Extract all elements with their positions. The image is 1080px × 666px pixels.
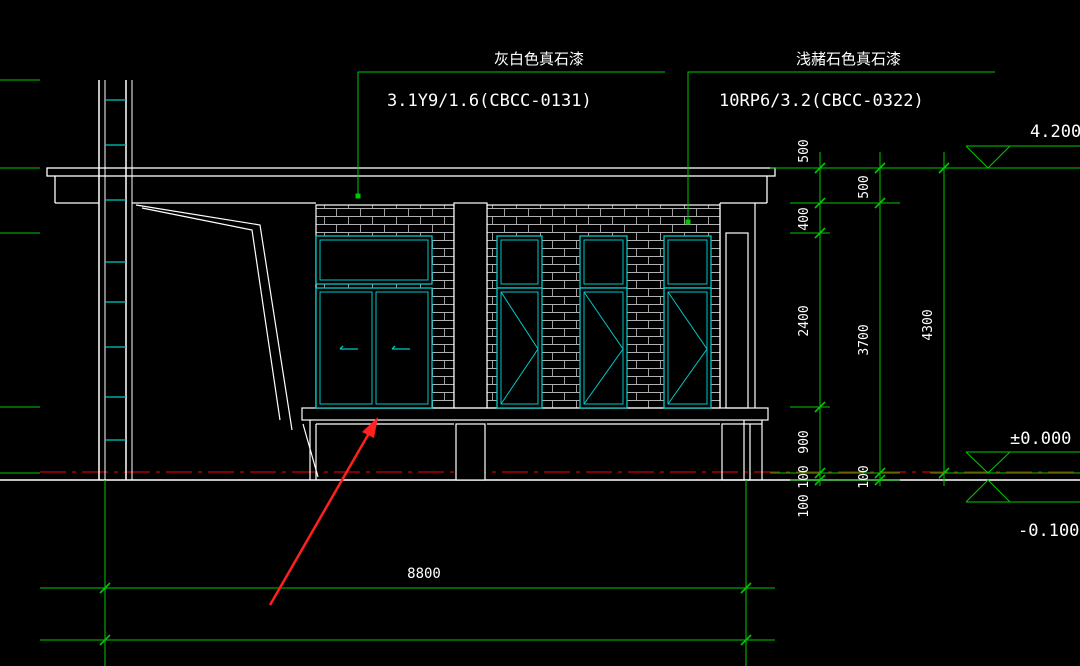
ground-line-group [0,471,1080,481]
level-marker-bottom [965,479,1080,503]
dim-col1-4: 100 [797,465,812,488]
level-marker-top [965,145,1080,169]
center-column [453,202,488,481]
dim-col2-1: 3700 [857,324,872,355]
dim-col2-2: 100 [857,465,872,488]
dim-col1-3: 900 [797,430,812,453]
dim-col3: 4300 [921,309,936,340]
window-right-3 [663,235,712,409]
left-margin-ticks [0,79,40,474]
dim-width: 8800 [407,566,441,582]
dim-bottom: 100 [797,494,812,517]
window-left [315,235,433,409]
material-label-left: 灰白色真石漆 [494,50,584,68]
window-right-2 [579,235,628,409]
level-marker-ground [965,451,1080,474]
dimension-lines-right [770,152,1080,486]
window-right-1 [496,235,543,409]
window-sill [301,407,769,480]
dim-col2-0: 500 [857,175,872,198]
material-code-left: 3.1Y9/1.6(CBCC-0131) [387,91,592,111]
right-column [719,203,756,481]
dimension-text-right: 500 400 2400 900 100 500 3700 100 4300 1… [797,139,936,517]
level-ground: ±0.000 [1010,429,1071,449]
dim-col1-0: 500 [797,139,812,162]
material-code-right: 10RP6/3.2(CBCC-0322) [719,91,924,111]
material-label-right: 浅赭石色真石漆 [796,50,901,68]
red-arrow-pointer [268,417,378,606]
level-top: 4.200 [1030,122,1080,142]
level-bottom: -0.100 [1018,521,1079,541]
dim-col1-2: 2400 [797,305,812,336]
leader-left [355,71,665,199]
roof-slab [46,167,776,204]
dim-col1-1: 400 [797,207,812,230]
angled-wall [135,204,319,478]
dimension-bottom [40,480,775,666]
ladder [98,80,133,480]
leader-right [685,71,995,225]
